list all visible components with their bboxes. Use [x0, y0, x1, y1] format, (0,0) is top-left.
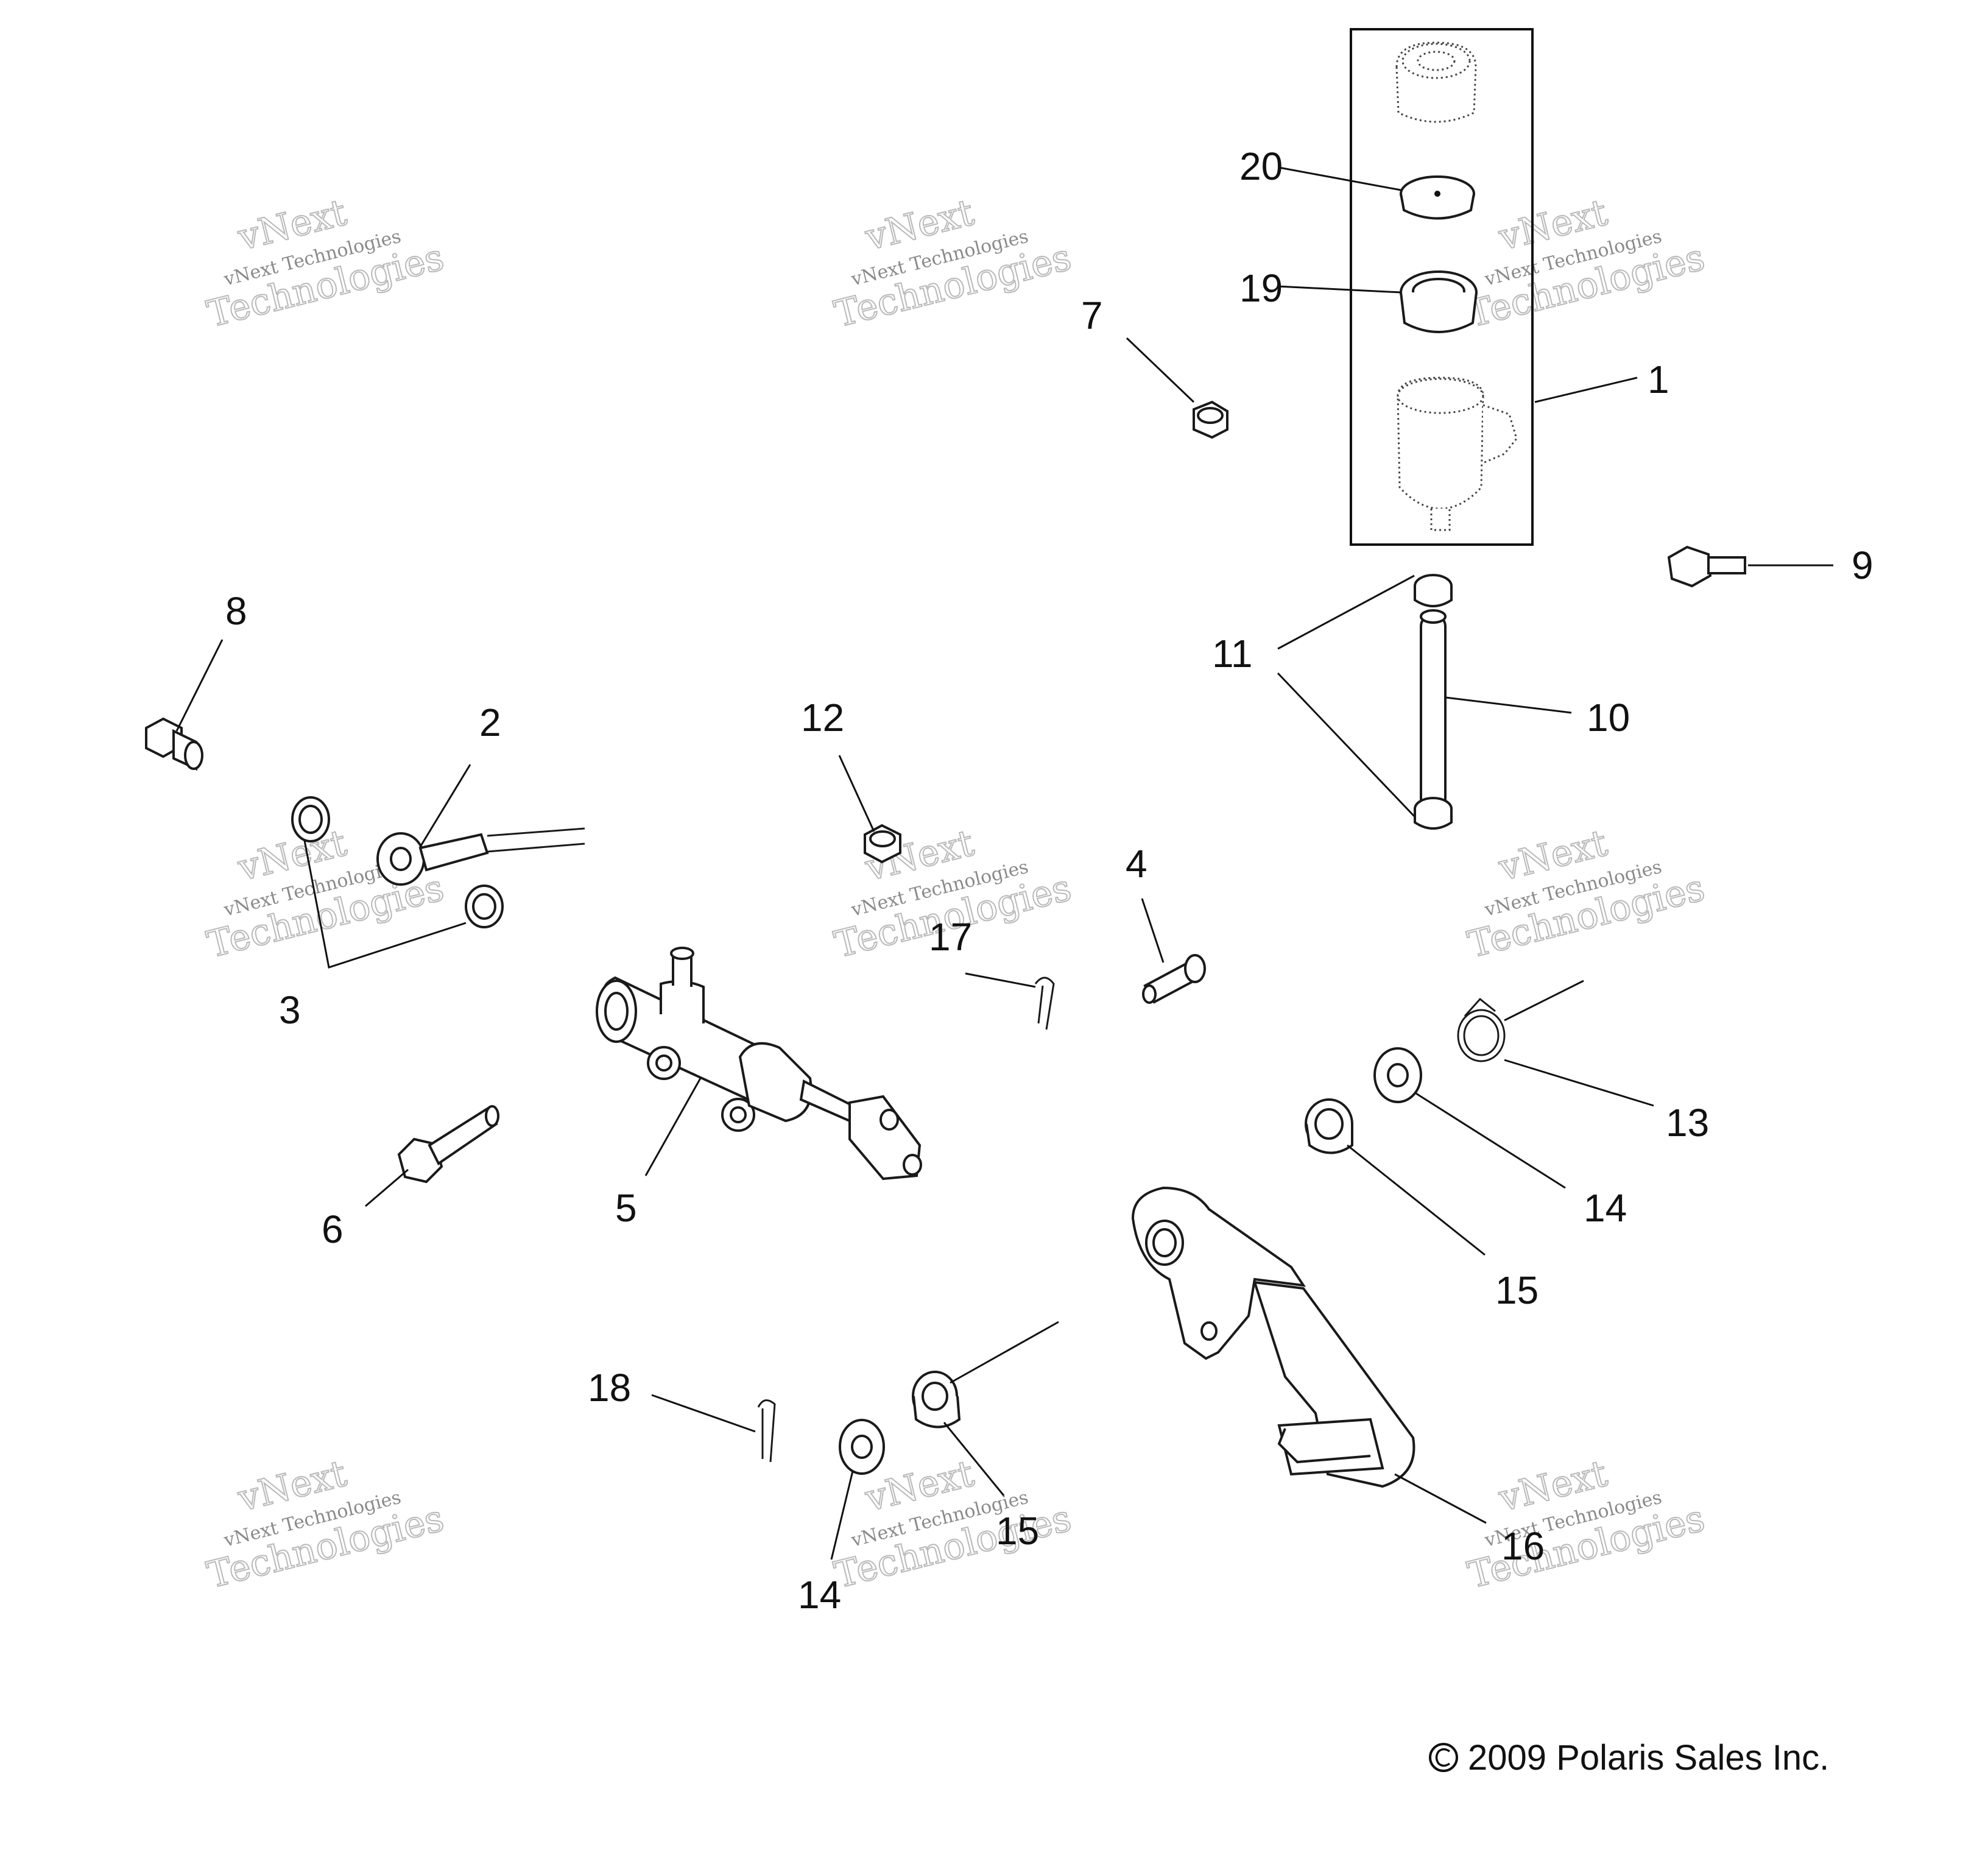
diaphragm-plate [1400, 175, 1475, 220]
callout-14-upper: 14 [1584, 1186, 1627, 1230]
callout-14-lower: 14 [798, 1573, 841, 1617]
leader-17 [965, 972, 1036, 988]
leader-18 [651, 1394, 756, 1433]
brake-pedal-16 [1131, 1186, 1415, 1488]
callout-19: 19 [1239, 266, 1283, 310]
leader-15-lower [943, 1422, 1005, 1496]
leader-4 [1141, 898, 1165, 963]
callout-1: 1 [1648, 358, 1669, 401]
leader-20 [1278, 166, 1401, 191]
callout-15-lower: 15 [996, 1509, 1039, 1553]
leader-19 [1277, 285, 1401, 294]
leader-12 [838, 755, 875, 832]
leader-3 [303, 840, 467, 969]
leader-13-a [1504, 1059, 1654, 1107]
leader-11-bottom [1277, 672, 1415, 818]
callout-6: 6 [322, 1207, 344, 1251]
callout-3: 3 [279, 988, 301, 1032]
leader-10 [1445, 696, 1572, 714]
bushing-15-upper [1305, 1098, 1353, 1154]
callout-17: 17 [929, 915, 972, 959]
bolt-6 [397, 1105, 499, 1184]
callout-4: 4 [1126, 842, 1147, 886]
watermark-top-right: vNext vNext Technologies Technologies [1463, 191, 1709, 337]
brake-line-2 [376, 827, 585, 886]
master-cylinder-5 [596, 947, 922, 1181]
leader-13-b [1504, 980, 1584, 1022]
banjo-bolt-8 [145, 717, 203, 771]
callout-13: 13 [1666, 1101, 1709, 1145]
copyright-c-glyph [1435, 1748, 1451, 1767]
watermark-top-left: vNext vNext Technologies Technologies [202, 191, 448, 337]
copyright-icon [1429, 1743, 1458, 1772]
callout-12: 12 [801, 696, 844, 740]
diaphragm [1400, 270, 1478, 333]
washer-14-upper [1373, 1047, 1422, 1103]
callout-9: 9 [1852, 543, 1873, 587]
washer-14-lower [839, 1419, 885, 1475]
hose-clamp-top [1414, 574, 1453, 607]
washer-3-bottom [465, 885, 504, 928]
callout-5: 5 [615, 1186, 637, 1230]
leader-1 [1534, 376, 1638, 403]
clevis-pin-4 [1142, 954, 1206, 1004]
bushing-15-lower [912, 1371, 961, 1429]
callout-8: 8 [225, 589, 247, 633]
reservoir-kit-frame [1350, 28, 1534, 546]
bolt-9 [1667, 545, 1746, 588]
leader-14-lower [830, 1471, 854, 1560]
leader-2 [419, 764, 471, 847]
nut-12 [864, 824, 901, 864]
leader-16 [1394, 1473, 1487, 1524]
leader-14-upper [1415, 1092, 1566, 1189]
spring-clip-13 [1457, 997, 1506, 1062]
leader-5 [644, 1078, 702, 1176]
leader-15-lower-b [950, 1321, 1059, 1384]
leader-8 [175, 639, 224, 732]
leader-11-top [1277, 574, 1415, 650]
watermark-top-center: vNext vNext Technologies Technologies [830, 191, 1076, 337]
leader-6 [365, 1168, 409, 1207]
leader-15-upper [1347, 1144, 1486, 1256]
watermark-mid-right: vNext vNext Technologies Technologies [1463, 821, 1709, 967]
hose-clamp-bottom [1414, 797, 1453, 830]
callout-7: 7 [1081, 294, 1103, 337]
leader-lines [175, 166, 1833, 1560]
leader-7 [1126, 337, 1195, 403]
callout-2: 2 [479, 701, 501, 744]
reservoir-body [1397, 376, 1518, 531]
watermark-bottom-right: vNext vNext Technologies Technologies [1463, 1452, 1709, 1598]
callout-11: 11 [1212, 632, 1252, 676]
callout-numbers: 1 2 3 4 5 6 7 8 9 10 11 12 13 14 14 15 1… [225, 144, 1873, 1617]
washer-3-top [291, 796, 330, 842]
watermark-bottom-left: vNext vNext Technologies Technologies [202, 1452, 448, 1598]
callout-15-upper: 15 [1495, 1268, 1539, 1312]
copyright-notice: 2009 Polaris Sales Inc. [1429, 1738, 1829, 1778]
callout-10: 10 [1587, 696, 1630, 740]
reservoir-cap [1395, 41, 1477, 123]
callout-18: 18 [588, 1366, 631, 1410]
callout-16: 16 [1501, 1524, 1545, 1568]
hose-10 [1420, 609, 1447, 818]
callout-20: 20 [1239, 144, 1283, 188]
cotter-pin-17 [1034, 977, 1055, 1030]
nut-7 [1193, 400, 1228, 439]
cotter-pin-18 [757, 1399, 776, 1463]
copyright-text: 2009 Polaris Sales Inc. [1468, 1738, 1829, 1778]
